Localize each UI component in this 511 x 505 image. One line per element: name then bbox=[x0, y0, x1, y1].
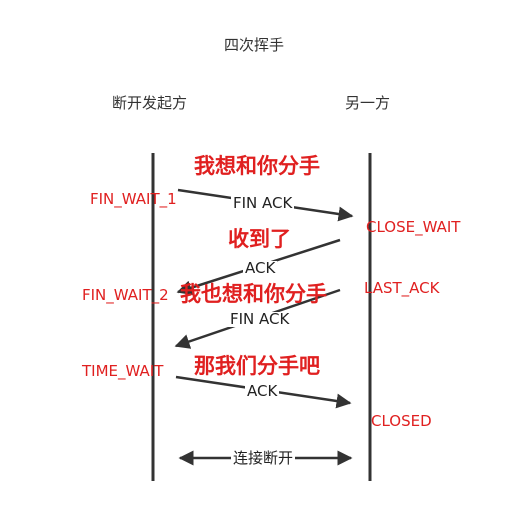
state-close-wait: CLOSE_WAIT bbox=[366, 218, 461, 236]
state-closed: CLOSED bbox=[371, 412, 432, 430]
right-party-label: 另一方 bbox=[345, 94, 391, 112]
state-fin-wait-2: FIN_WAIT_2 bbox=[82, 286, 169, 304]
message-ack-1: ACK bbox=[243, 259, 278, 277]
left-party-label: 断开发起方 bbox=[112, 94, 188, 112]
connection-closed-label: 连接断开 bbox=[231, 449, 296, 467]
diagram-title: 四次挥手 bbox=[224, 36, 285, 54]
speech-4: 那我们分手吧 bbox=[194, 354, 320, 378]
message-fin-ack-2: FIN ACK bbox=[228, 310, 292, 328]
message-ack-2: ACK bbox=[245, 382, 280, 400]
state-last-ack: LAST_ACK bbox=[364, 279, 440, 297]
speech-1: 我想和你分手 bbox=[194, 154, 320, 178]
state-fin-wait-1: FIN_WAIT_1 bbox=[90, 190, 177, 208]
message-fin-ack-1: FIN ACK bbox=[231, 194, 295, 212]
state-time-wait: TIME_WAIT bbox=[82, 362, 164, 380]
speech-2: 收到了 bbox=[228, 227, 291, 251]
speech-3: 我也想和你分手 bbox=[180, 282, 327, 306]
